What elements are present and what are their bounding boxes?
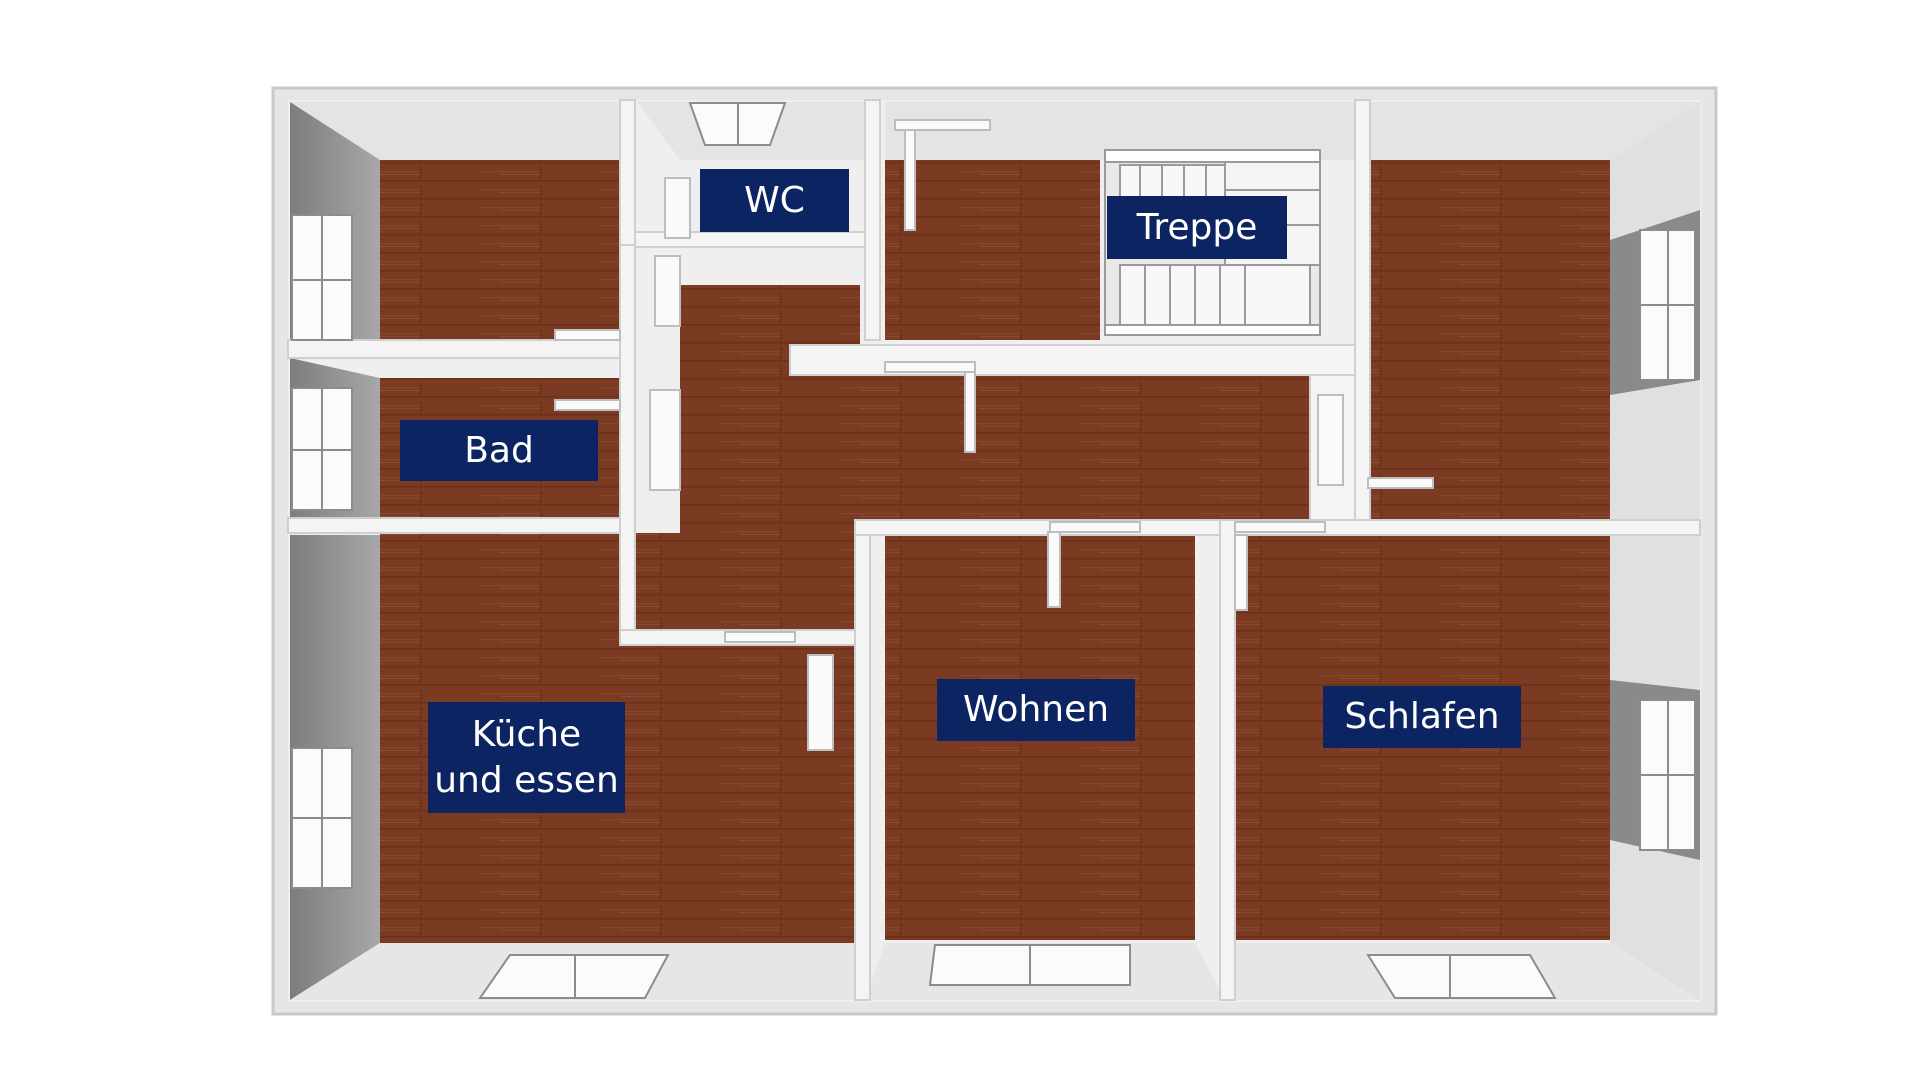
room-label-treppe: Treppe — [1107, 196, 1287, 259]
room-label-kueche: Küche und essen — [428, 702, 625, 813]
floors — [380, 160, 1610, 943]
room-label-wohnen: Wohnen — [937, 679, 1135, 741]
room-label-line: Küche — [471, 713, 582, 755]
room-label-line: Bad — [464, 429, 534, 471]
room-label-line: Treppe — [1136, 206, 1258, 248]
room-label-wc: WC — [700, 169, 849, 232]
doors — [554, 119, 1434, 751]
room-label-line: Schlafen — [1344, 696, 1500, 737]
room-label-schlafen: Schlafen — [1323, 686, 1521, 748]
windows — [291, 102, 1696, 999]
room-label-line: und essen — [434, 759, 619, 801]
room-label-bad: Bad — [400, 420, 598, 481]
room-label-line: WC — [744, 179, 805, 221]
room-label-line: Wohnen — [962, 689, 1110, 730]
